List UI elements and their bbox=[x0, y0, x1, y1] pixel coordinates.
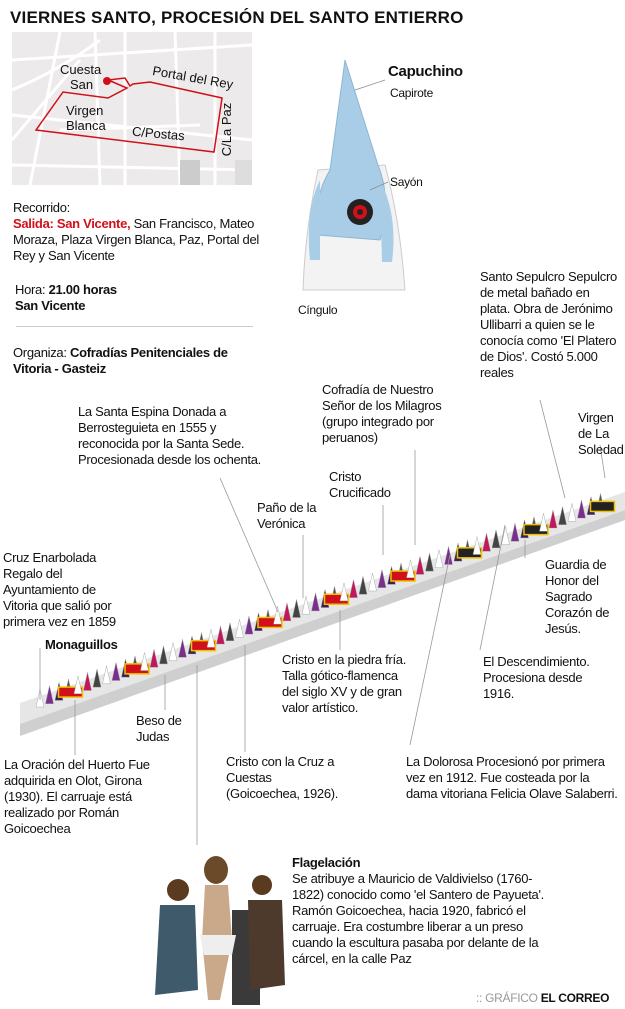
penitent-figure bbox=[349, 579, 358, 598]
map-label-san: San bbox=[70, 77, 94, 92]
penitent-figure bbox=[444, 546, 453, 565]
hora-value: 21.00 horas bbox=[48, 282, 118, 297]
float-platform bbox=[57, 686, 84, 698]
label-santa-espina: La Santa Espina Donada a Berrosteguieta … bbox=[78, 404, 261, 467]
label-cruz-enarbolada: Cruz Enarbolada Regalo del Ayuntamiento … bbox=[3, 550, 116, 629]
penitent-figure bbox=[415, 556, 425, 575]
capuchino-title: Capuchino bbox=[388, 63, 463, 80]
penitent-figure bbox=[358, 576, 368, 595]
divider bbox=[16, 326, 253, 327]
label-guardia-honor: Guardia de Honor del Sagrado Corazón de … bbox=[545, 557, 610, 636]
penitent-figure bbox=[206, 629, 216, 648]
capirote-label: Capirote bbox=[390, 86, 433, 100]
label-oracion-huerto: La Oración del Huerto Fue adquirida en O… bbox=[4, 757, 150, 836]
label-pano-veronica: Paño de la Verónica bbox=[257, 500, 317, 531]
sayon-label: Sayón bbox=[390, 175, 423, 189]
penitent-figure bbox=[45, 685, 54, 704]
float-platform bbox=[523, 523, 549, 536]
flagelacion-text: Se atribuye a Mauricio de Valdivielso (1… bbox=[292, 871, 544, 966]
recorrido-streets: San Francisco, Mateo Moraza, Plaza Virge… bbox=[13, 216, 259, 263]
label-cristo-piedra: Cristo en la piedra fría. Talla gótico-f… bbox=[282, 652, 407, 715]
leader-lines bbox=[39, 399, 606, 845]
hora-place: San Vicente bbox=[15, 298, 86, 313]
procession-floats bbox=[35, 493, 616, 708]
label-cristo-crucificado: Cristo Crucificado bbox=[329, 469, 391, 500]
penitent-figure bbox=[92, 669, 102, 688]
penitent-figure bbox=[434, 549, 444, 568]
penitent-figure bbox=[567, 503, 577, 522]
penitent-figure bbox=[425, 553, 434, 572]
label-cristo-cruz: Cristo con la Cruz a Cuestas (Goicoechea… bbox=[226, 754, 339, 801]
label-santo-sepulcro: Santo Sepulcro Sepulcro de metal bañado … bbox=[480, 269, 617, 380]
penitent-figure bbox=[548, 509, 558, 529]
float-platform bbox=[589, 500, 616, 513]
credit: :: GRÁFICO EL CORREO bbox=[476, 990, 609, 1006]
label-monaguillos: Monaguillos bbox=[45, 637, 118, 652]
penitent-figure bbox=[244, 616, 254, 635]
penitent-figure bbox=[149, 649, 159, 668]
label-dolorosa: La Dolorosa Procesionó por primera vez e… bbox=[406, 754, 618, 801]
credit-brand: EL CORREO bbox=[540, 991, 610, 1005]
penitent-figure bbox=[558, 506, 567, 525]
flagelacion-sculpture bbox=[155, 856, 285, 1005]
penitent-figure bbox=[216, 625, 225, 645]
penitent-figure bbox=[368, 572, 377, 592]
penitent-figure bbox=[301, 596, 311, 615]
label-beso-judas: Beso de Judas bbox=[136, 713, 182, 744]
penitent-figure bbox=[311, 592, 320, 612]
label-virgen-soledad: Virgen de La Soledad bbox=[578, 410, 624, 457]
penitent-figure bbox=[168, 642, 178, 661]
label-cofradia-milagros: Cofradía de Nuestro Señor de los Milagro… bbox=[322, 382, 442, 445]
penitent-figure bbox=[472, 536, 482, 555]
penitent-figure bbox=[501, 526, 510, 545]
organiza-info: Organiza: Cofradías Penitenciales de Vit… bbox=[13, 345, 243, 377]
route-map bbox=[10, 31, 253, 186]
credit-prefix: :: GRÁFICO bbox=[476, 991, 538, 1005]
page-title: VIERNES SANTO, PROCESIÓN DEL SANTO ENTIE… bbox=[10, 8, 464, 27]
float-platform bbox=[190, 639, 217, 652]
float-platform bbox=[124, 663, 150, 675]
penitent-figure bbox=[377, 569, 387, 588]
organiza-value: Cofradías Penitenciales de Vitoria - Gas… bbox=[13, 345, 228, 376]
hora-label: Hora: bbox=[15, 282, 46, 297]
start-point-icon bbox=[103, 77, 111, 85]
penitent-figure bbox=[73, 675, 83, 694]
penitent-figure bbox=[273, 606, 282, 625]
penitent-figure bbox=[159, 645, 168, 665]
penitent-figure bbox=[339, 582, 349, 602]
penitent-figure bbox=[482, 533, 491, 552]
penitent-figure bbox=[111, 662, 121, 681]
label-descendimiento: El Descendimiento. Procesiona desde 1916… bbox=[483, 654, 590, 701]
penitent-figure bbox=[510, 523, 520, 542]
float-platform bbox=[390, 570, 416, 582]
penitent-figure bbox=[102, 665, 111, 685]
route-info: Recorrido: Salida: San Vicente, San Fran… bbox=[13, 200, 263, 264]
recorrido-label: Recorrido: bbox=[13, 200, 70, 215]
penitent-figure bbox=[235, 619, 244, 638]
organiza-label: Organiza: bbox=[13, 345, 67, 360]
capuchino-figure bbox=[302, 59, 406, 291]
penitent-figure bbox=[83, 672, 92, 691]
penitent-figure bbox=[577, 499, 586, 519]
float-platform bbox=[323, 593, 350, 605]
map-label-virgen: Virgen bbox=[66, 103, 104, 118]
float-platform bbox=[257, 616, 283, 629]
salida-text: Salida: San Vicente, bbox=[13, 216, 131, 231]
cingulo-label: Cíngulo bbox=[298, 303, 338, 317]
penitent-figure bbox=[406, 559, 415, 578]
time-info: Hora: 21.00 horas San Vicente bbox=[15, 282, 265, 314]
penitent-figure bbox=[282, 602, 292, 622]
penitent-figure bbox=[292, 599, 301, 618]
map-label-blanca: Blanca bbox=[66, 118, 106, 133]
map-label-paz: C/La Paz bbox=[219, 102, 235, 157]
flagelacion-title: Flagelación bbox=[292, 855, 361, 870]
penitent-figure bbox=[491, 529, 501, 549]
map-label-cuesta: Cuesta bbox=[60, 62, 102, 77]
float-platform bbox=[456, 547, 483, 559]
penitent-figure bbox=[140, 652, 149, 671]
penitent-figure bbox=[178, 639, 187, 658]
penitent-figure bbox=[225, 622, 235, 641]
penitent-figure bbox=[539, 513, 548, 532]
